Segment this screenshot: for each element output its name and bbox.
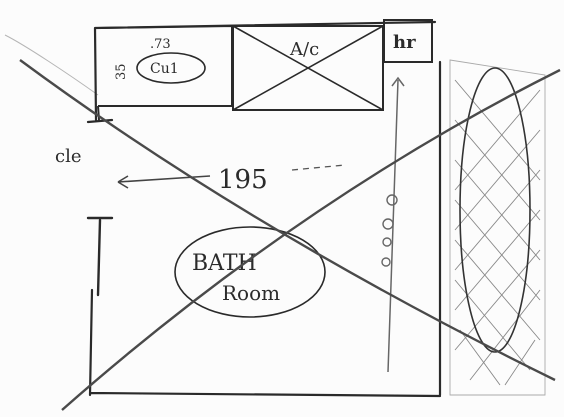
dimension-label: 195 — [218, 165, 268, 195]
ac-unit-cross — [232, 25, 384, 111]
circled-word-ring — [136, 52, 206, 84]
room-name-line1: BATH — [192, 251, 257, 276]
faint-guide-line — [4, 34, 99, 96]
fixture-circle — [382, 237, 392, 247]
dimension-arrow — [117, 175, 211, 189]
circled-word: Cu1 — [150, 61, 179, 77]
cross-out-line-2 — [61, 68, 561, 411]
vertical-number: 35 — [114, 63, 129, 80]
small-number: .73 — [150, 37, 171, 52]
room-outline — [86, 20, 442, 398]
left-annotation: cle — [55, 146, 82, 167]
top-right-scribble: hr — [393, 32, 416, 53]
dimension-dash — [291, 164, 346, 171]
cross-out-line-1 — [19, 59, 556, 382]
ac-unit-box — [232, 25, 384, 111]
room-name-ring — [174, 226, 326, 318]
inner-vertical-line — [387, 76, 405, 373]
fixture-circle — [381, 257, 391, 267]
room-name-line2: Room — [222, 281, 280, 305]
fixture-circle — [386, 194, 398, 206]
hatched-region — [449, 59, 546, 396]
left-wall-segment — [86, 216, 114, 297]
top-right-box — [383, 19, 433, 63]
fixture-circle — [382, 218, 394, 230]
ac-unit-label: A/c — [289, 39, 319, 60]
